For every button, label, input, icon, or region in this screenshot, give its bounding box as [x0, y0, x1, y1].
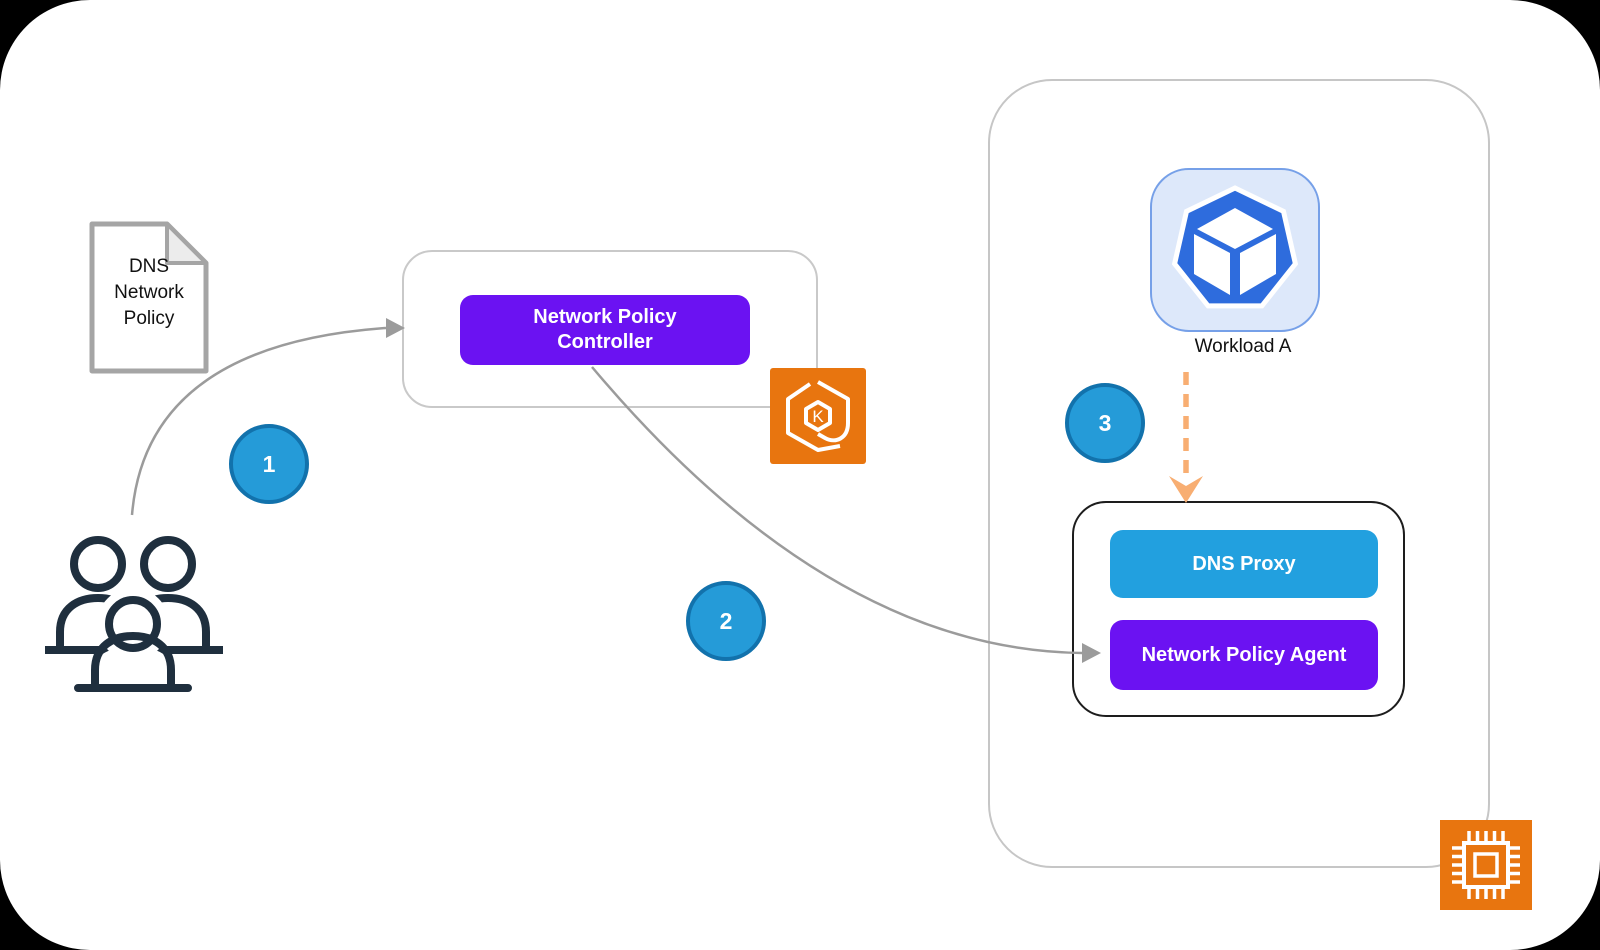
document-label-line3: Policy [123, 308, 175, 329]
step-3-badge: 3 [1065, 383, 1145, 463]
users-icon [39, 518, 227, 722]
network-policy-agent-button: Network Policy Agent [1110, 620, 1378, 690]
step-2-badge: 2 [686, 581, 766, 661]
dns-proxy-button: DNS Proxy [1110, 530, 1378, 598]
step-2-number: 2 [719, 607, 733, 634]
document-label-line2: Network [114, 282, 184, 303]
eks-k-letter: K [812, 407, 824, 426]
eks-kubernetes-icon: K [770, 368, 866, 469]
dns-proxy-label: DNS Proxy [1192, 552, 1296, 575]
step-1-badge: 1 [229, 424, 309, 504]
workload-label: Workload A [1194, 336, 1292, 357]
document-label-line1: DNS [128, 256, 170, 277]
cpu-chip-icon [1440, 820, 1532, 915]
network-policy-agent-label: Network Policy Agent [1141, 643, 1347, 666]
step-3-number: 3 [1098, 409, 1112, 436]
workload-pod-icon [1150, 168, 1320, 337]
step-1-number: 1 [262, 450, 276, 477]
document-label: DNS Network Policy [88, 254, 210, 332]
network-policy-controller-button: Network Policy Controller [460, 295, 750, 365]
dns-network-policy-document: DNS Network Policy [88, 220, 210, 375]
network-policy-controller-label: Network Policy Controller [533, 306, 677, 353]
